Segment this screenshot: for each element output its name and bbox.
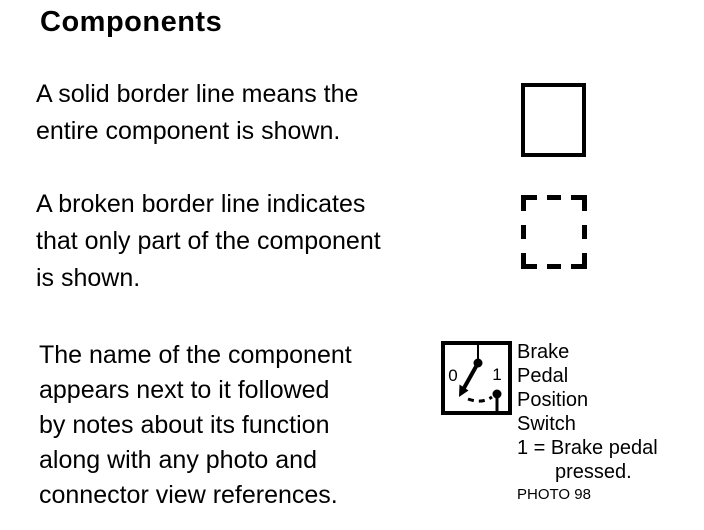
- switch-position-1-label: 1: [492, 365, 501, 384]
- component-name-description: The name of the component appears next t…: [39, 341, 352, 509]
- component-label-block: Brake Pedal Position Switch 1 = Brake pe…: [517, 340, 702, 505]
- photo-reference: PHOTO 98: [517, 486, 591, 503]
- dashed-corner-bottom-right: [571, 253, 587, 269]
- broken-border-description: A broken border line indicates that only…: [36, 190, 381, 292]
- switch-contact-arm: [462, 362, 480, 389]
- switch-arrowhead: [459, 384, 469, 397]
- dashed-corner-bottom-left: [521, 253, 537, 269]
- dashed-corner-top-left: [521, 195, 537, 211]
- dashed-corner-top-right: [571, 195, 587, 211]
- component-note-line1: 1 = Brake pedal: [517, 437, 658, 459]
- page-title: Components: [40, 6, 223, 38]
- solid-border-description: A solid border line means the entire com…: [36, 80, 359, 145]
- switch-travel-arc: [467, 395, 493, 403]
- switch-position-0-label: 0: [448, 366, 457, 385]
- switch-symbol-icon: 0 1: [441, 341, 512, 415]
- broken-border-box-icon: [521, 195, 587, 269]
- solid-border-box-icon: [521, 83, 586, 157]
- component-name-text: Brake Pedal Position Switch: [517, 341, 589, 435]
- switch-outline-box: [441, 341, 512, 415]
- component-note-line2: pressed.: [555, 461, 632, 483]
